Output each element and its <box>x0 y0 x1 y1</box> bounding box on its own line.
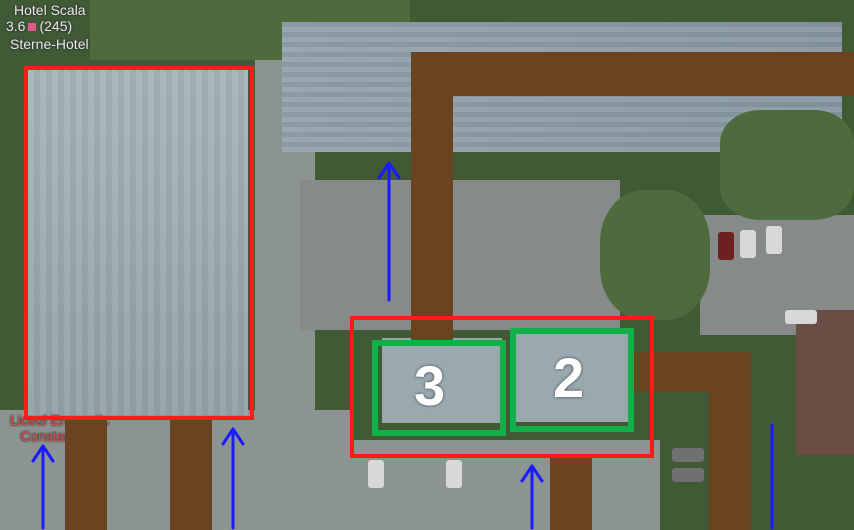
wall-bottom-center <box>550 455 592 530</box>
building-2-roof <box>514 332 634 422</box>
hotel-reviews-count: (245) <box>39 18 73 34</box>
large-building-roof <box>28 70 248 415</box>
wall-top-vertical <box>411 52 453 342</box>
zone-3-box <box>372 340 506 436</box>
hotel-type-label: Sterne-Hotel <box>10 36 89 52</box>
parked-car <box>718 232 734 260</box>
zone-2-label: 2 <box>553 346 585 409</box>
arrow-up-icon <box>377 161 401 302</box>
hotel-rating-label: 3.6 (245) <box>6 18 72 34</box>
hotel-rating-value: 3.6 <box>6 18 26 34</box>
wall-top-horizontal <box>411 52 854 96</box>
wall-bottom-left-a <box>65 418 107 530</box>
parked-car <box>368 460 384 488</box>
tree-cluster-top-right <box>720 110 854 220</box>
hotel-name-label: Hotel Scala <box>14 2 86 18</box>
parked-car <box>785 310 817 324</box>
zone-3-label: 3 <box>414 354 446 417</box>
parking-lot-center <box>300 180 620 330</box>
boundary-box-center <box>350 316 654 458</box>
wall-bottom-left-b <box>170 418 212 530</box>
parked-car <box>672 448 704 462</box>
wall-right-vertical <box>709 352 751 530</box>
tree-cluster-right <box>600 190 710 320</box>
arrow-up-icon <box>520 464 544 530</box>
zone-2-box <box>510 328 634 432</box>
arrow-up-icon <box>31 444 55 530</box>
boundary-box-left-building <box>24 66 254 420</box>
arrow-up-icon <box>221 427 245 530</box>
parked-car <box>672 468 704 482</box>
parked-car <box>740 230 756 258</box>
map-pin-icon <box>28 23 37 32</box>
parked-car <box>446 460 462 488</box>
building-3-roof <box>382 338 502 423</box>
house-tile-roof <box>796 310 854 455</box>
parked-car <box>766 226 782 254</box>
